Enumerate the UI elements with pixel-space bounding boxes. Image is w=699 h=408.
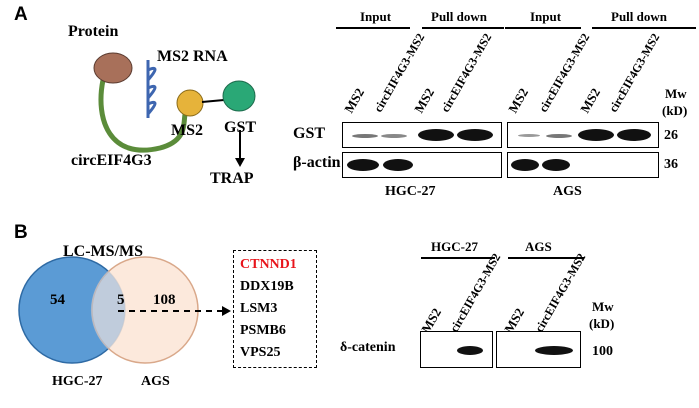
schematic-trap-label: TRAP xyxy=(210,170,254,187)
venn-overlap-count: 5 xyxy=(117,292,125,308)
header-underline xyxy=(508,257,584,259)
protein-item: LSM3 xyxy=(240,301,278,316)
row-label-gst: GST xyxy=(293,125,326,142)
header-input-left: Input xyxy=(360,9,392,24)
circrna-loop xyxy=(98,79,189,153)
header-underline xyxy=(505,27,581,29)
venn-right-count: 108 xyxy=(153,292,176,308)
protein-list-box: CTNND1 DDX19B LSM3 PSMB6 VPS25 xyxy=(233,250,317,368)
schematic-circ-label: circEIF4G3 xyxy=(71,152,152,169)
mw-actin: 36 xyxy=(664,157,678,172)
panel-b-label: B xyxy=(14,222,28,243)
lane-label: circEIF4G3-MS2 xyxy=(447,250,504,335)
header-underline xyxy=(592,27,696,29)
ms2-rna-hairpins xyxy=(146,60,157,118)
protein-item: PSMB6 xyxy=(240,323,286,338)
header-underline xyxy=(336,27,410,29)
lane-label: MS2 xyxy=(577,85,604,116)
ms2-trap-schematic xyxy=(93,52,256,167)
header-pulldown-right: Pull down xyxy=(611,9,667,24)
header-underline xyxy=(421,257,495,259)
cell-line-ags: AGS xyxy=(553,184,582,199)
lane-label: circEIF4G3-MS2 xyxy=(606,30,663,115)
schematic-ms2rna-label: MS2 RNA xyxy=(157,48,228,65)
schematic-protein-label: Protein xyxy=(68,23,119,40)
row-label-actin: β-actin xyxy=(293,154,341,171)
blot-gst-ags xyxy=(507,122,659,148)
gst-shape xyxy=(222,80,256,112)
cell-line-ags-b: AGS xyxy=(525,239,552,254)
row-label-catenin: δ-catenin xyxy=(340,340,396,355)
venn-title: LC-MS/MS xyxy=(63,243,143,260)
protein-shape xyxy=(93,52,133,84)
blot-actin-ags xyxy=(507,152,659,178)
lane-label: MS2 xyxy=(505,85,532,116)
lane-label: circEIF4G3-MS2 xyxy=(532,250,589,335)
blot-catenin-ags xyxy=(496,331,581,368)
header-pulldown-left: Pull down xyxy=(431,9,487,24)
header-underline xyxy=(422,27,504,29)
mw-catenin: 100 xyxy=(592,344,613,359)
lane-label: circEIF4G3-MS2 xyxy=(438,30,495,115)
cell-line-hgc27: HGC-27 xyxy=(385,184,436,199)
venn-diagram xyxy=(18,256,231,364)
venn-left-count: 54 xyxy=(50,292,65,308)
schematic-ms2-label: MS2 xyxy=(171,122,203,139)
mw-label: Mw xyxy=(665,86,687,101)
blot-catenin-hgc27 xyxy=(420,331,493,368)
schematic-gst-label: GST xyxy=(224,119,257,136)
protein-item: VPS25 xyxy=(240,345,281,360)
protein-item: DDX19B xyxy=(240,279,294,294)
mw-label-b: Mw xyxy=(592,299,614,314)
cell-line-hgc27-b: HGC-27 xyxy=(431,239,478,254)
mw-unit-b: (kD) xyxy=(589,316,615,331)
mw-gst: 26 xyxy=(664,128,678,143)
ms2-protein-shape xyxy=(176,89,204,117)
panel-a-label: A xyxy=(14,4,28,25)
protein-ctnnd1: CTNND1 xyxy=(240,257,297,272)
venn-right-label: AGS xyxy=(141,374,170,389)
header-input-right: Input xyxy=(530,9,562,24)
venn-overlap xyxy=(90,271,126,349)
blot-gst-hgc27 xyxy=(342,122,502,148)
venn-left-label: HGC-27 xyxy=(52,374,103,389)
blot-actin-hgc27 xyxy=(342,152,502,178)
mw-unit: (kD) xyxy=(662,103,688,118)
